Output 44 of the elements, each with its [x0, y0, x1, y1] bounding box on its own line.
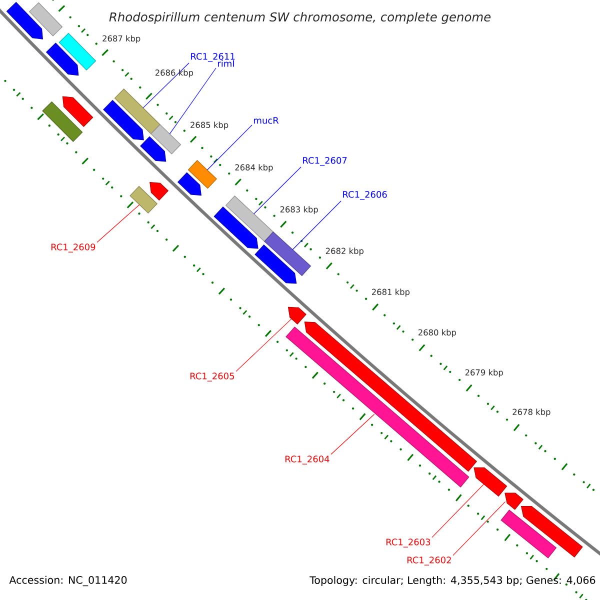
gene-block: [225, 196, 274, 242]
scale-label: 2684 kbp: [235, 164, 273, 172]
gene-block: [150, 124, 182, 154]
gene-block: [42, 101, 83, 142]
gene-block: [254, 244, 297, 284]
gene-block: [474, 467, 508, 497]
scale-label: 2679 kbp: [465, 369, 503, 378]
scale-label: 2683 kbp: [280, 206, 318, 214]
gene-block: [62, 96, 94, 128]
scale-label: 2686 kbp: [155, 69, 194, 78]
gene-label: RC1_2609: [51, 244, 96, 252]
gene-block: [150, 182, 169, 201]
leader-line: [169, 68, 216, 134]
gene-label: RC1_2605: [190, 372, 234, 382]
gene-label: RC1_2607: [303, 157, 347, 166]
gene-label: mucR: [254, 117, 279, 124]
gene-label: RC1_2606: [343, 191, 387, 200]
leader-line: [236, 318, 292, 372]
gene-label: RC1_2604: [285, 456, 330, 464]
gene-block: [214, 206, 258, 249]
leader-line: [330, 414, 375, 455]
scale-label: 2687 kbp: [102, 35, 140, 44]
gene-block: [114, 88, 160, 134]
leader-line: [142, 62, 190, 108]
gene-label: rimI: [218, 60, 234, 67]
scale-label: 2678 kbp: [512, 408, 550, 417]
leader-line: [292, 200, 342, 250]
gene-label: RC1_2602: [407, 556, 451, 566]
leader-line: [432, 484, 484, 538]
leader-line: [452, 501, 506, 556]
footer-text: Accession: NC_011420: [8, 574, 128, 588]
footer-text: Topology: circular; Length: 4,355,543 bp; Genes: 4,066: [310, 576, 596, 586]
gene-label: RC1_2611: [191, 53, 235, 62]
gene-block: [140, 136, 166, 162]
scale-label: 2681 kbp: [372, 288, 410, 297]
gene-block: [188, 160, 218, 189]
gene-label: RC1_2603: [386, 538, 430, 548]
gene-block: [500, 510, 557, 558]
leader-line: [96, 204, 140, 243]
title: Rhodospirillum centenum SW chromosome, complete genome: [109, 12, 491, 24]
gene-block: [504, 492, 524, 510]
scale-label: 2685 kbp: [190, 122, 228, 130]
scale-label: 2680 kbp: [418, 329, 456, 338]
scale-label: 2682 kbp: [326, 248, 364, 256]
